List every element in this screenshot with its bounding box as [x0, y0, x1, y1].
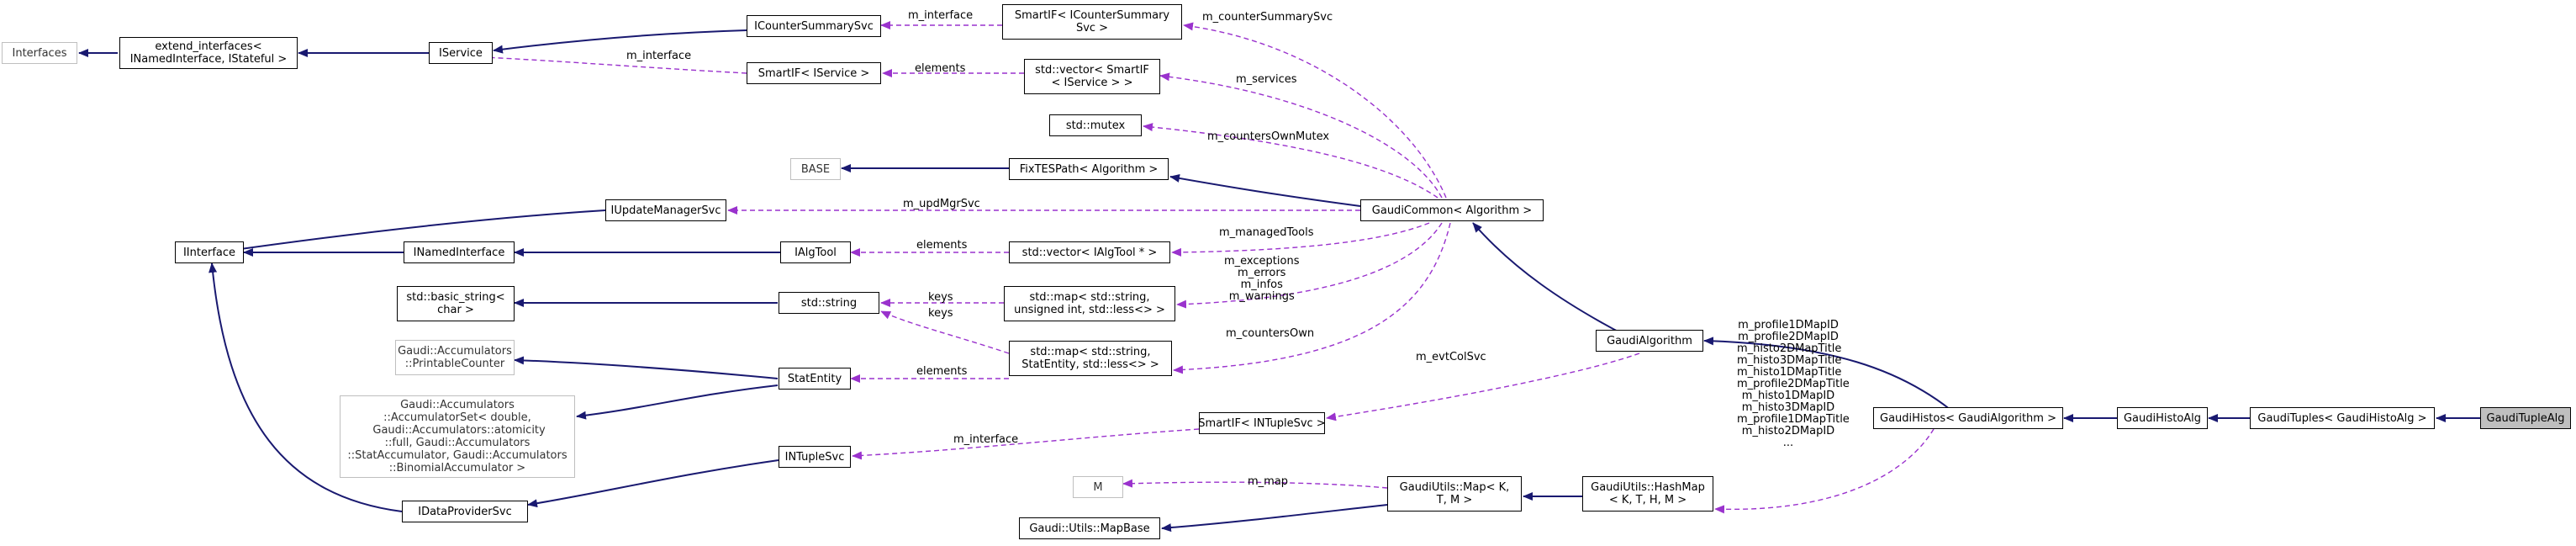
edge-intuplesvc-to-idataprovidersvc: [527, 459, 779, 508]
edge-statentity-to-accumulatorset: [576, 384, 779, 420]
edge-label-m-upd-mgr-svc: m_updMgrSvc: [903, 198, 980, 210]
edge-label-keys-2: keys: [928, 307, 953, 320]
edge-gaudihistos-to-gaudialgorithm: [1703, 337, 1951, 411]
class-node-iupdatemanagersvc[interactable]: IUpdateManagerSvc: [605, 199, 726, 221]
edge-label-elements-3: elements: [916, 365, 968, 378]
class-node-ialgtool[interactable]: IAlgTool: [780, 241, 851, 263]
class-node-smartif-intuplesvc[interactable]: SmartIF< INTupleSvc >: [1198, 412, 1326, 434]
class-node-idataprovidersvc[interactable]: IDataProviderSvc: [402, 501, 528, 522]
edge-statentity-to-printablecounter: [514, 356, 779, 379]
class-node-iinterface[interactable]: IInterface: [175, 241, 244, 263]
edge-label-m-interface-2: m_interface: [626, 50, 692, 62]
class-node-fixtespath[interactable]: FixTESPath< Algorithm >: [1009, 158, 1169, 180]
edge-gaudicommon-to-fixtespath: [1169, 173, 1361, 207]
class-node-gaudihistoalg[interactable]: GaudiHistoAlg: [2117, 407, 2208, 429]
edge-gaudicommon-to-vector-ialgtool: [1171, 222, 1430, 257]
edge-label-m-managed-tools: m_managedTools: [1219, 226, 1314, 239]
edge-smartif-iservice-to-iservice: [483, 53, 747, 74]
class-node-statentity[interactable]: StatEntity: [779, 368, 851, 390]
edge-gaudicommon-to-vector-smartif: [1159, 72, 1443, 199]
class-node-basic-string[interactable]: std::basic_string< char >: [397, 286, 515, 321]
edge-label-m-map: m_map: [1248, 475, 1289, 488]
class-node-smartif-iservice[interactable]: SmartIF< IService >: [747, 62, 881, 84]
edge-gaudicommon-to-smartif-icountersummary: [1183, 22, 1447, 199]
edge-utils-map-to-m: [1122, 479, 1388, 489]
edge-gaudicommon-to-map-statentity: [1173, 222, 1451, 374]
edge-gaudicommon-to-map-uint: [1176, 222, 1443, 309]
edge-label-m-services: m_services: [1236, 73, 1297, 86]
edge-label-elements-1: elements: [915, 62, 966, 75]
edge-gaudialgorithm-to-gaudicommon: [1472, 222, 1623, 335]
class-node-vector-smartif[interactable]: std::vector< SmartIF < IService > >: [1024, 59, 1160, 94]
class-node-map-uint[interactable]: std::map< std::string, unsigned int, std…: [1004, 286, 1175, 321]
class-node-gauditaplealg[interactable]: GaudiTupleAlg: [2480, 407, 2571, 429]
class-node-base[interactable]: BASE: [790, 158, 841, 180]
class-node-gaudihistos[interactable]: GaudiHistos< GaudiAlgorithm >: [1873, 407, 2063, 429]
class-node-interfaces[interactable]: Interfaces: [2, 42, 77, 64]
edge-map-statentity-to-string: [880, 310, 1010, 354]
class-node-accumulatorset[interactable]: Gaudi::Accumulators ::AccumulatorSet< do…: [340, 395, 575, 478]
class-node-m[interactable]: M: [1073, 476, 1123, 498]
class-node-intuplesvc[interactable]: INTupleSvc: [779, 446, 851, 468]
edge-idataprovidersvc-to-iinterface: [209, 262, 403, 512]
class-node-hashmap[interactable]: GaudiUtils::HashMap < K, T, H, M >: [1582, 476, 1713, 512]
class-node-inamedinterface[interactable]: INamedInterface: [404, 241, 515, 263]
edge-label-m-interface-1: m_interface: [908, 9, 974, 22]
class-node-iservice[interactable]: IService: [429, 42, 493, 64]
class-node-smartif-icountersummary[interactable]: SmartIF< ICounterSummary Svc >: [1002, 4, 1182, 40]
class-node-extend-interfaces[interactable]: extend_interfaces< INamedInterface, ISta…: [119, 37, 298, 69]
edge-utils-map-to-mapbase: [1161, 504, 1388, 533]
class-node-printablecounter[interactable]: Gaudi::Accumulators ::PrintableCounter: [395, 340, 515, 375]
edge-label-m-interface-3: m_interface: [953, 433, 1019, 446]
edge-label-m-counter-summary-svc: m_counterSummarySvc: [1202, 11, 1333, 24]
edge-label-m-counters-own-mutex: m_countersOwnMutex: [1207, 130, 1330, 143]
class-node-gaudituples[interactable]: GaudiTuples< GaudiHistoAlg >: [2250, 407, 2435, 429]
edge-label-m-counters-own: m_countersOwn: [1226, 327, 1315, 340]
edge-label-keys-1: keys: [928, 291, 953, 304]
class-node-map-statentity[interactable]: std::map< std::string, StatEntity, std::…: [1009, 341, 1172, 376]
edge-label-m-evt-col-svc: m_evtColSvc: [1416, 351, 1486, 363]
class-node-icountersummarysvc[interactable]: ICounterSummarySvc: [747, 15, 881, 37]
class-node-gaudialgorithm[interactable]: GaudiAlgorithm: [1596, 330, 1703, 352]
class-node-vector-ialgtool[interactable]: std::vector< IAlgTool * >: [1009, 241, 1170, 263]
edge-label-m-exceptions-group: m_exceptions m_errors m_infos m_warnings: [1224, 255, 1300, 303]
edge-label-elements-2: elements: [916, 239, 968, 252]
class-node-mutex[interactable]: std::mutex: [1049, 114, 1142, 136]
class-node-utils-map[interactable]: GaudiUtils::Map< K, T, M >: [1387, 476, 1522, 512]
class-node-mapbase[interactable]: Gaudi::Utils::MapBase: [1019, 517, 1160, 539]
edge-gaudialgorithm-to-smartif-intuplesvc: [1326, 353, 1640, 421]
class-node-string[interactable]: std::string: [779, 292, 879, 314]
edge-iupdatemanagersvc-to-iinterface: [228, 209, 606, 254]
edge-gaudihistos-to-hashmap: [1714, 428, 1935, 514]
edge-smartif-intuplesvc-to-intuplesvc: [852, 428, 1200, 460]
edge-label-histo-ids: m_profile1DMapID m_profile2DMapID m_hist…: [1737, 319, 1850, 449]
edge-icountersummarysvc-to-iservice: [493, 29, 747, 54]
class-node-gaudicommon[interactable]: GaudiCommon< Algorithm >: [1360, 199, 1544, 221]
